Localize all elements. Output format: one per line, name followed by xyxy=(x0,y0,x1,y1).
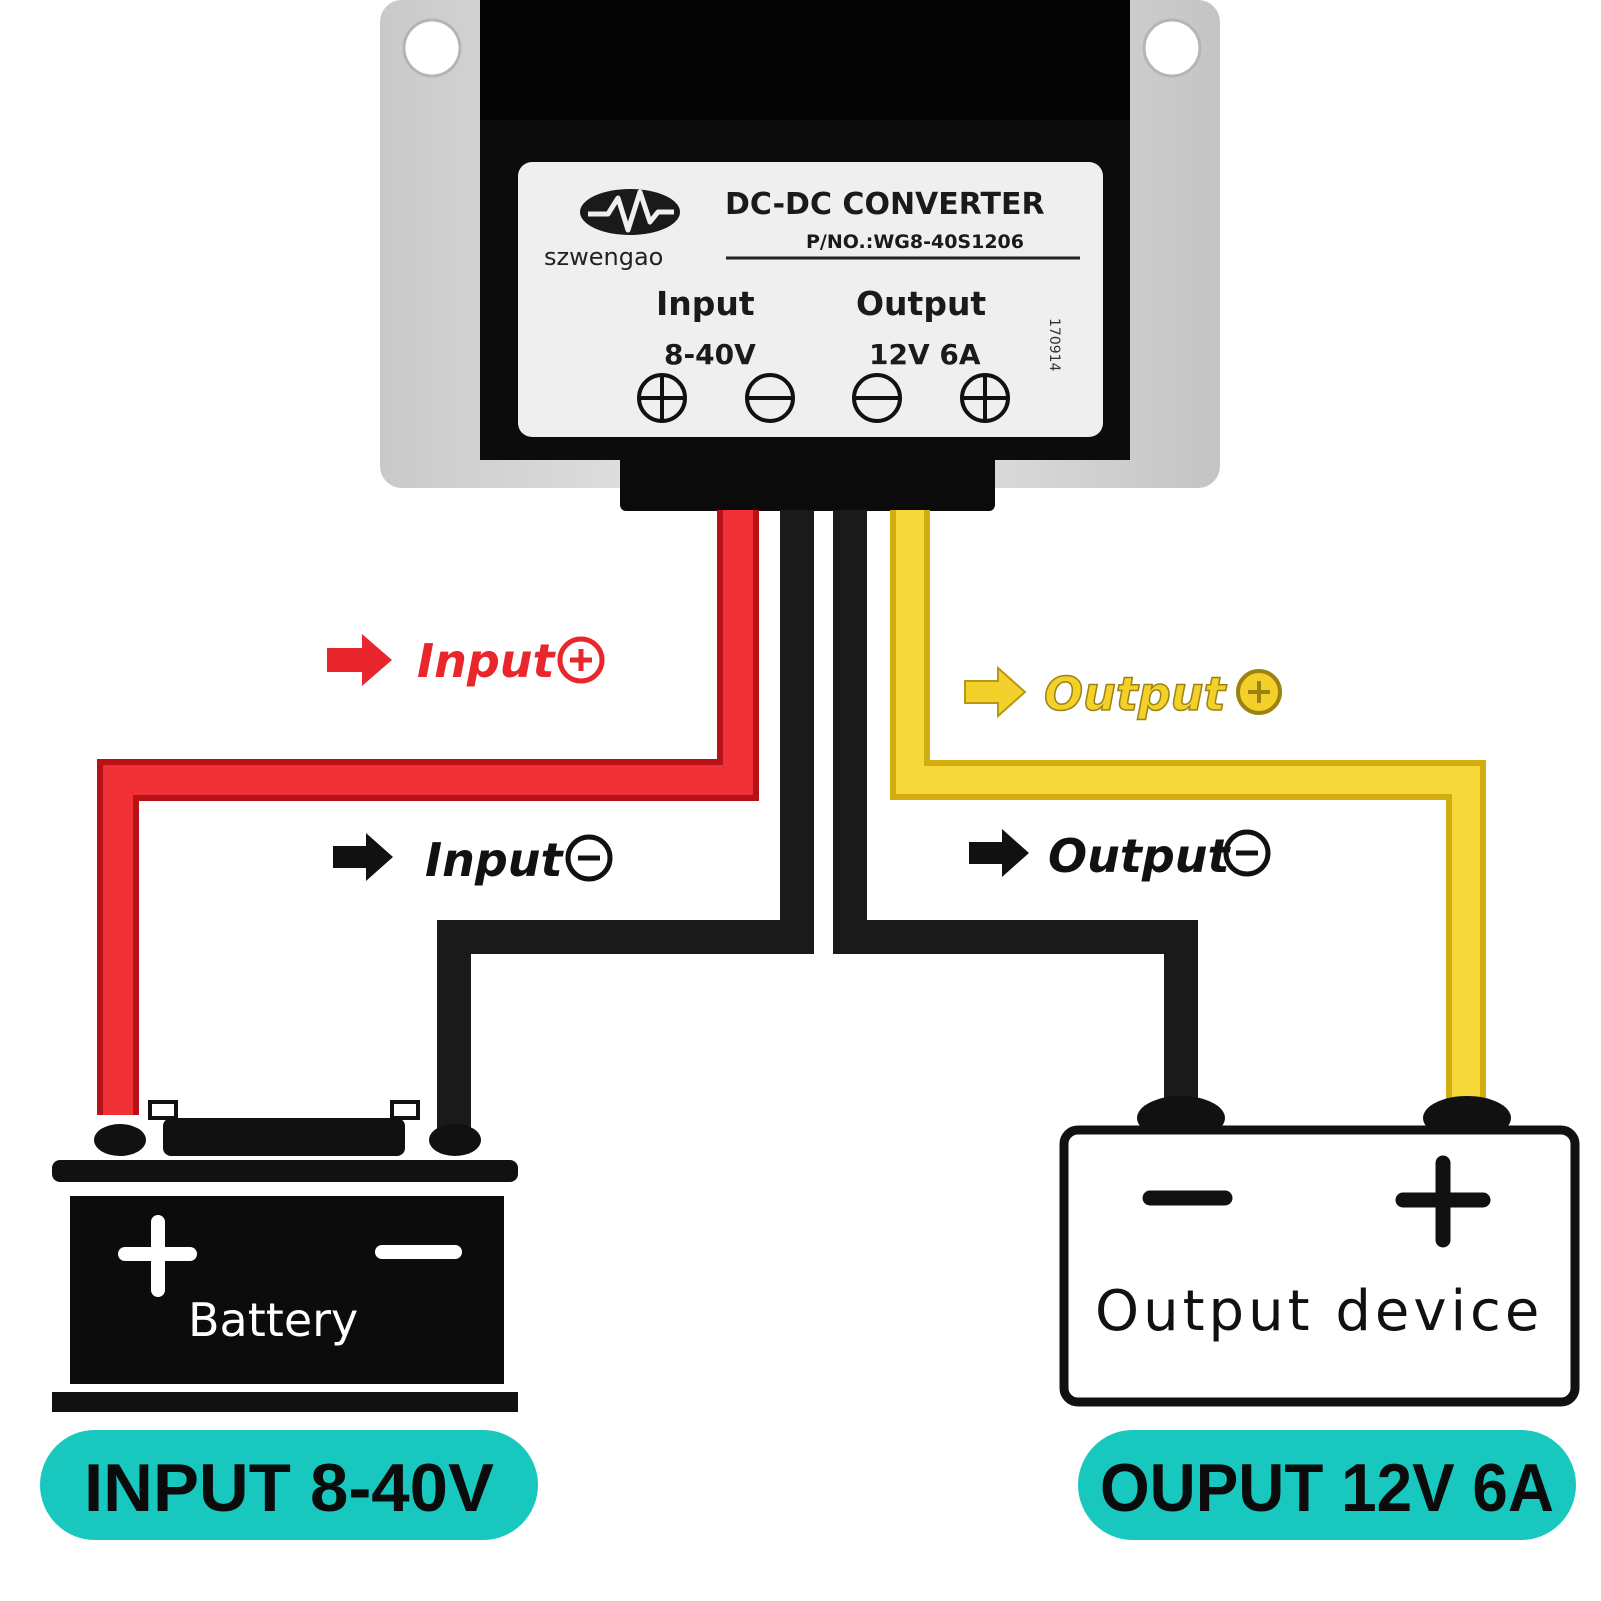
wire-input-positive xyxy=(97,510,759,1115)
label-input-negative: Input xyxy=(333,833,613,887)
label-output-positive: Output xyxy=(964,665,1282,722)
battery-body xyxy=(70,1196,504,1384)
battery-lid xyxy=(52,1160,518,1182)
battery-plus-icon xyxy=(118,1215,197,1297)
converter-module: szwengao DC-DC CONVERTER P/NO.:WG8-40S12… xyxy=(380,0,1220,511)
converter-top-shade xyxy=(480,0,1130,120)
plus-circle-icon xyxy=(1236,669,1282,715)
arrow-right-icon xyxy=(333,833,393,881)
svg-text:OUPUT 12V 6A: OUPUT 12V 6A xyxy=(1100,1450,1554,1526)
converter-title: DC-DC CONVERTER xyxy=(725,187,1045,222)
battery-terminal-negative xyxy=(429,1124,481,1156)
converter-label-panel xyxy=(518,162,1103,437)
terminal-output-minus-icon xyxy=(852,373,902,423)
device-box xyxy=(1059,1125,1580,1407)
input-badge: INPUT 8-40V xyxy=(40,1430,538,1540)
output-badge: OUPUT 12V 6A xyxy=(1078,1430,1576,1540)
battery-label: Battery xyxy=(188,1293,358,1347)
converter-input-range: 8-40V xyxy=(664,338,756,371)
converter-output-rating: 12V 6A xyxy=(869,338,981,371)
brand-logo-icon xyxy=(580,189,680,235)
part-number: P/NO.:WG8-40S1206 xyxy=(806,231,1024,253)
plus-circle-icon xyxy=(557,636,605,684)
minus-circle-icon xyxy=(1223,829,1271,877)
mounting-hole-left xyxy=(402,18,462,78)
svg-text:Input: Input xyxy=(425,833,565,887)
wire-output-positive xyxy=(890,510,1486,1100)
label-input-positive: Input xyxy=(327,634,605,688)
minus-circle-icon xyxy=(565,834,613,882)
label-output-negative: Output xyxy=(969,829,1271,883)
svg-text:Output: Output xyxy=(1048,829,1232,883)
arrow-right-icon xyxy=(964,665,1027,719)
svg-text:Output: Output xyxy=(1044,667,1228,721)
mounting-hole-right xyxy=(1142,18,1202,78)
brand-name: szwengao xyxy=(544,243,663,271)
terminal-input-plus-icon xyxy=(637,373,687,423)
battery: Battery xyxy=(52,1100,518,1412)
batch-code: 170914 xyxy=(1046,318,1062,372)
arrow-right-icon xyxy=(327,634,392,686)
wire-output-negative xyxy=(833,510,1198,1110)
terminal-input-minus-icon xyxy=(745,373,795,423)
terminal-output-plus-icon xyxy=(960,373,1010,423)
output-device: Output device xyxy=(1059,1096,1580,1407)
battery-cap xyxy=(163,1118,405,1156)
arrow-right-icon xyxy=(969,829,1029,877)
converter-input-label: Input xyxy=(656,284,755,323)
cable-gland xyxy=(620,455,995,511)
battery-terminal-positive xyxy=(94,1124,146,1156)
svg-text:Input: Input xyxy=(417,634,557,688)
output-device-label: Output device xyxy=(1095,1279,1543,1344)
svg-text:INPUT 8-40V: INPUT 8-40V xyxy=(84,1450,494,1526)
wire-input-negative xyxy=(437,510,814,1130)
device-plus-icon xyxy=(1395,1155,1491,1248)
converter-output-label: Output xyxy=(856,284,986,323)
battery-base xyxy=(52,1392,518,1412)
